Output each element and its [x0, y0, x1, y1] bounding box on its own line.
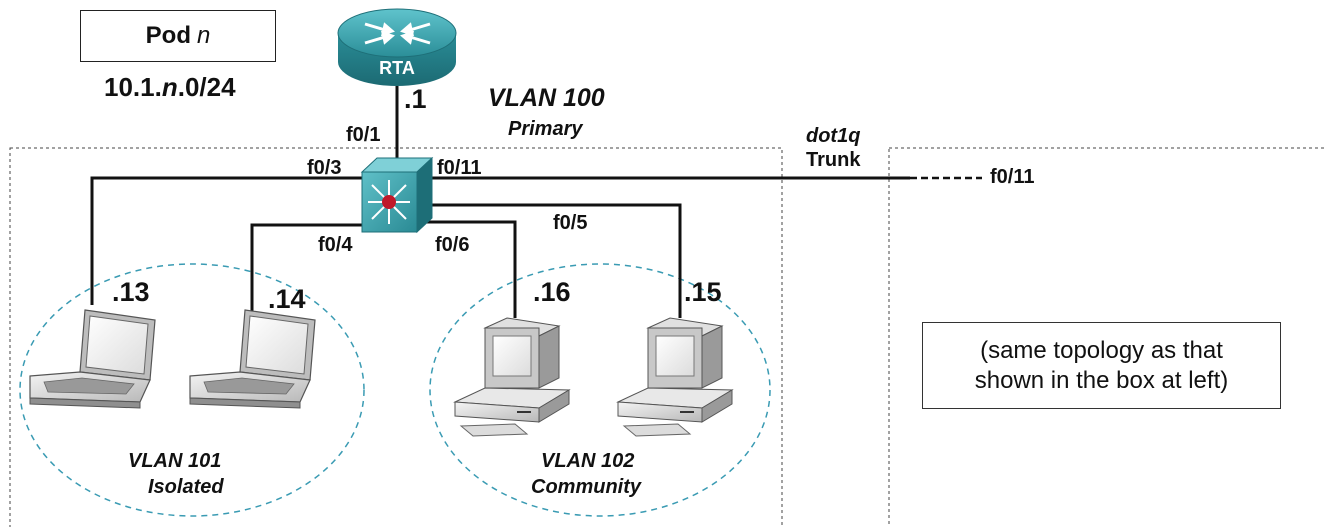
note-line-2: shown in the box at left) [974, 366, 1229, 394]
pod-variable: n [196, 22, 211, 49]
laptop-icon[interactable] [29, 309, 156, 409]
desktop-pc-icon[interactable] [616, 317, 734, 437]
host-ip-15: .15 [684, 277, 722, 307]
cable-f0-3 [90, 176, 362, 305]
vlan101-ellipse [19, 263, 365, 517]
port-label-f0-6: f0/6 [435, 234, 470, 256]
laptop-icon[interactable] [189, 309, 316, 409]
switch-icon[interactable] [360, 156, 434, 234]
desktop-pc-icon[interactable] [453, 317, 571, 437]
trunk-type: Trunk [806, 149, 861, 171]
vlan102-name: VLAN 102 [541, 450, 635, 472]
router-ip-label: .1 [404, 84, 427, 114]
same-topology-note: (same topology as that shown in the box … [922, 322, 1281, 409]
port-label-f0-4: f0/4 [318, 234, 353, 256]
host-ip-14: .14 [268, 284, 306, 314]
vlan102-ellipse [429, 263, 771, 517]
cables [90, 86, 910, 318]
trunk-remote-port: f0/11 [990, 166, 1035, 188]
cable-f0-6 [420, 220, 517, 318]
vlan101-role: Isolated [148, 476, 224, 498]
port-label-f0-3: f0/3 [307, 157, 342, 179]
trunk-protocol: dot1q [806, 125, 861, 147]
host-ip-13: .13 [112, 277, 150, 307]
host-ip-16: .16 [533, 277, 571, 307]
cable-f0-5 [432, 203, 682, 318]
port-label-f0-11: f0/11 [437, 157, 482, 179]
vlan100-name: VLAN 100 [488, 84, 605, 112]
vlan102-role: Community [531, 476, 641, 498]
cable-f0-4 [250, 223, 378, 318]
port-label-f0-5: f0/5 [553, 212, 588, 234]
router-icon[interactable] [337, 8, 457, 86]
note-line-1: (same topology as that [980, 336, 1223, 364]
vlan100-role: Primary [508, 118, 583, 140]
pod-right-boundary [888, 147, 1325, 527]
vlan101-name: VLAN 101 [128, 450, 222, 472]
subnet-label: 10.1.n.0/24 [104, 72, 236, 102]
pod-label: Pod [145, 22, 191, 49]
port-label-router-f0-1: f0/1 [346, 124, 381, 146]
router-name-label: RTA [379, 58, 415, 78]
